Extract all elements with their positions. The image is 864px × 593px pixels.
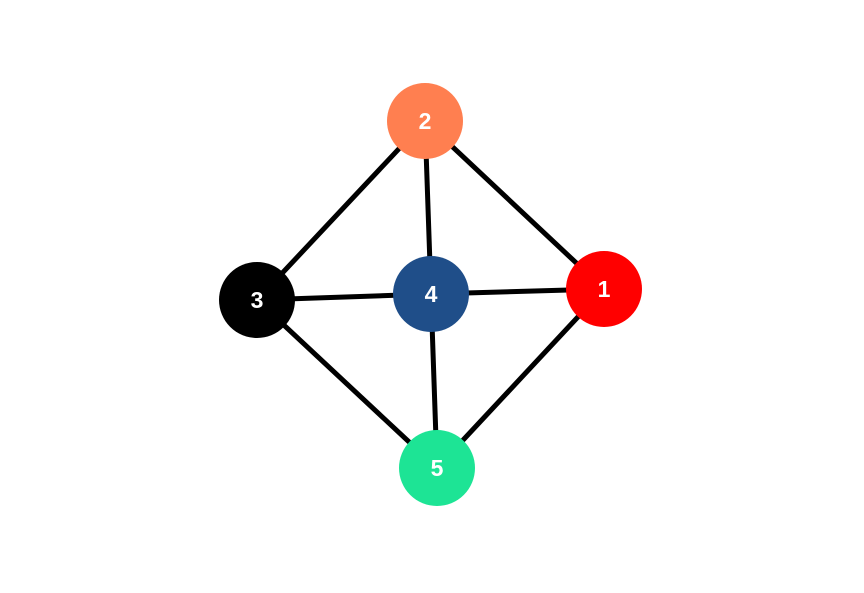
node-circle xyxy=(219,262,295,338)
node-label: 5 xyxy=(431,455,444,481)
node-label: 3 xyxy=(251,287,264,313)
nodes-layer: 1 2 3 4 5 xyxy=(219,83,642,506)
node-circle xyxy=(566,251,642,327)
node-label: 1 xyxy=(598,276,611,302)
node-circle xyxy=(399,430,475,506)
node-circle xyxy=(387,83,463,159)
node-label: 4 xyxy=(425,281,438,307)
node-2: 2 xyxy=(387,83,463,159)
node-1: 1 xyxy=(566,251,642,327)
node-circle xyxy=(393,256,469,332)
edge-3-5 xyxy=(254,297,440,471)
node-3: 3 xyxy=(219,262,295,338)
edge-1-5 xyxy=(434,286,607,471)
node-5: 5 xyxy=(399,430,475,506)
node-4: 4 xyxy=(393,256,469,332)
edge-2-3 xyxy=(254,118,428,303)
edge-2-1 xyxy=(422,118,607,292)
node-label: 2 xyxy=(419,108,432,134)
